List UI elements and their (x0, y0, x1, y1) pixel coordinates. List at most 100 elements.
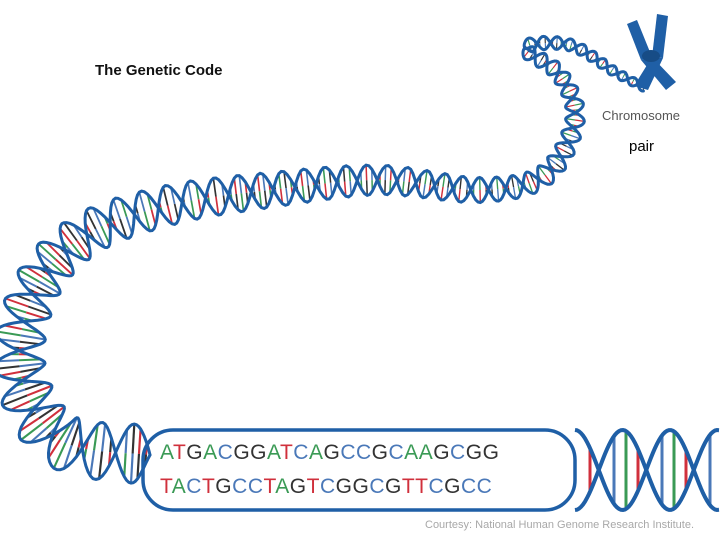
bottom-strand-base: G (335, 475, 353, 498)
base-pair-rung (136, 453, 141, 479)
base-pair-rung (85, 210, 97, 230)
base-pair-rung (71, 243, 86, 260)
base-pair-rung (215, 196, 220, 216)
base-pair-rung (0, 359, 20, 363)
top-strand-base: C (340, 441, 356, 464)
base-pair-rung (64, 417, 78, 444)
top-strand-base: A (404, 441, 419, 464)
bottom-strand-base: T (160, 475, 172, 498)
base-pair-rung (0, 365, 20, 370)
base-pair-rung (63, 222, 78, 242)
base-pair-rung (36, 285, 55, 297)
base-pair-rung (496, 189, 500, 202)
base-pair-rung (20, 422, 44, 441)
base-pair-rung (52, 442, 67, 469)
base-pair-rung (4, 388, 26, 398)
bottom-strand-base: G (384, 475, 402, 498)
diagram-title: The Genetic Code (95, 62, 223, 79)
dna-strands (0, 34, 649, 485)
base-pair-rung (263, 190, 268, 208)
base-pair-rung (137, 428, 142, 455)
base-pair-rung (124, 429, 129, 454)
right-helix-segment (574, 427, 720, 513)
base-pair-rung (440, 186, 444, 201)
base-pair-rung (240, 193, 245, 212)
top-strand-base: G (233, 441, 251, 464)
base-pair-rung (131, 423, 136, 454)
sequence-bottom-strand: TACTGCCTAGTCGGCGTTCGCC (160, 475, 492, 499)
top-strand-base: A (308, 441, 324, 464)
base-pair-rung (262, 174, 266, 191)
base-pair-rung (322, 167, 326, 184)
base-pair-rungs (0, 36, 647, 484)
base-pair-rung (27, 305, 52, 316)
base-pair-rung (19, 417, 40, 432)
base-pair-rung (100, 225, 111, 245)
base-pair-rung (2, 394, 28, 407)
base-pair-rung (570, 134, 581, 140)
base-pair-rung (94, 228, 106, 248)
top-strand-base: A (203, 441, 218, 464)
base-pair-rung (510, 175, 515, 188)
base-pair-rung (143, 211, 151, 232)
top-strand-base: T (279, 441, 294, 464)
base-pair-rung (129, 453, 134, 484)
base-pair-rung (36, 250, 53, 265)
base-pair-rung (19, 340, 41, 346)
sequence-frame (141, 428, 577, 512)
top-strand-base: G (323, 441, 341, 464)
top-strand-base: G (465, 441, 483, 464)
base-pair-rung (324, 183, 328, 200)
bottom-strand-base: C (247, 475, 264, 498)
base-pair-rung (38, 404, 59, 420)
top-strand-base: T (172, 441, 187, 464)
base-pair-rung (166, 205, 174, 225)
base-pair-rung (10, 400, 31, 411)
base-pair-rung (424, 170, 428, 185)
base-pair-rung (24, 381, 46, 391)
base-pair-rung (305, 169, 309, 186)
bottom-strand-base: C (476, 475, 493, 498)
base-pair-rung (37, 243, 57, 261)
bottom-strand-base: C (461, 475, 477, 498)
bottom-strand-base: T (263, 475, 276, 498)
base-pair-rung (187, 182, 193, 201)
bottom-strand-base: C (186, 475, 202, 498)
base-pair-rung (0, 338, 20, 343)
right-strand-b (574, 428, 720, 513)
base-pair-rung (18, 269, 40, 283)
base-pair-rung (45, 241, 61, 256)
base-pair-rung (20, 367, 41, 373)
base-pair-rung (29, 427, 48, 444)
bottom-strand-base: C (369, 475, 385, 498)
base-pair-rung (19, 362, 46, 368)
base-pair-rung (496, 177, 499, 190)
base-pair-rung (54, 258, 74, 276)
bottom-strand-base: A (171, 475, 187, 498)
bottom-strand-base: C (428, 475, 445, 498)
base-pair-rung (574, 119, 585, 122)
base-pair-rung (119, 218, 128, 239)
base-pair-rung (25, 311, 47, 320)
base-pair-rung (18, 358, 41, 362)
base-pair-rung (307, 185, 311, 201)
base-pair-rung (422, 184, 426, 198)
top-strand-base: A (267, 441, 280, 464)
base-pair-rung (70, 421, 81, 446)
bottom-strand-base: T (401, 475, 416, 498)
base-pair-rung (365, 165, 368, 181)
base-pair-rung (25, 266, 43, 278)
top-strand-base: C (355, 441, 372, 464)
base-pair-rung (0, 370, 21, 377)
top-strand-base: C (293, 441, 309, 464)
base-pair-rung (442, 173, 446, 187)
base-pair-rung (41, 406, 65, 425)
base-pair-rung (18, 276, 38, 288)
top-strand-base: C (450, 441, 466, 464)
bottom-strand-base: G (289, 475, 307, 498)
base-pair-rung (512, 187, 517, 199)
top-strand-base: G (433, 441, 451, 464)
top-strand-base: A (418, 441, 434, 464)
base-pair-rung (92, 207, 103, 227)
